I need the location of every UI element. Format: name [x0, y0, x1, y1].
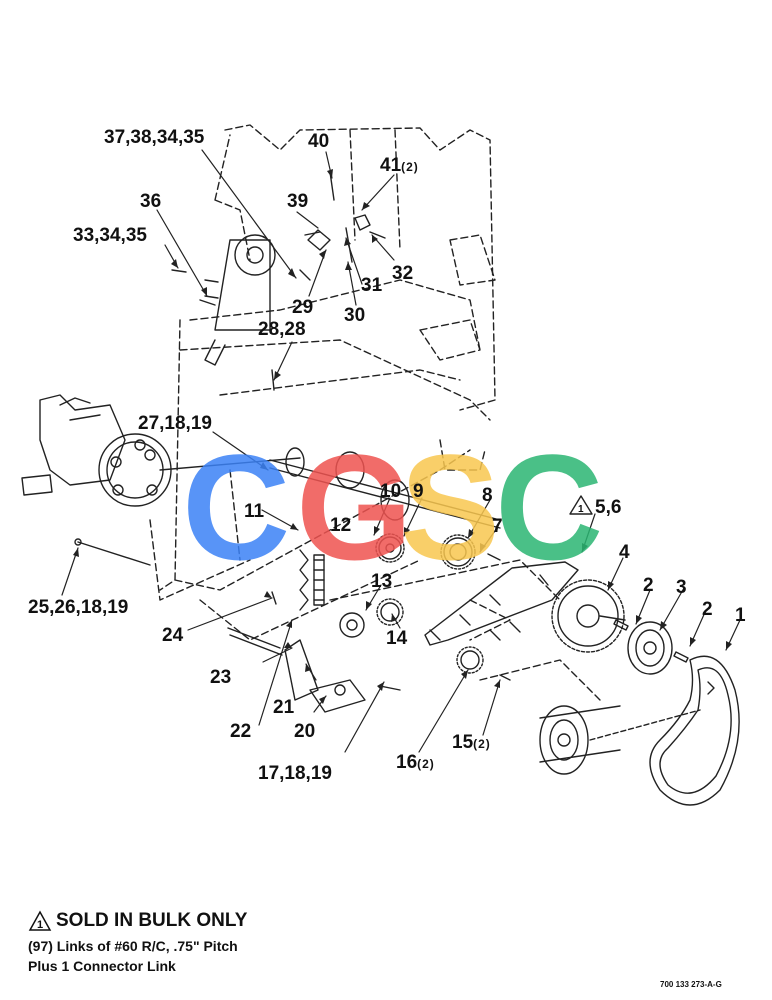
- callout-40: 40: [308, 131, 330, 152]
- v-belt-1: [649, 655, 740, 806]
- callout-7: 7: [492, 516, 503, 537]
- callout-39: 39: [287, 191, 309, 212]
- sprocket-14: [376, 598, 404, 626]
- arrow-heads: [73, 169, 732, 704]
- callout-17-18-19: 17,18,19: [258, 763, 332, 784]
- callout-9: 9: [413, 481, 424, 502]
- callout-36: 36: [140, 191, 162, 212]
- callout-25-26-18-19: 25,26,18,19: [28, 597, 129, 618]
- callout-1: 1: [735, 605, 746, 626]
- callout-14: 14: [386, 628, 408, 649]
- gearbox: [21, 394, 301, 507]
- fasteners: [74, 171, 511, 691]
- callout-11: 11: [244, 501, 265, 522]
- pulley-3: [627, 621, 673, 675]
- callout-30: 30: [344, 305, 366, 326]
- callout-15-qty: (2): [473, 737, 491, 751]
- footnote-heading: SOLD IN BULK ONLY: [56, 910, 248, 931]
- watermark-letter-g: G: [296, 423, 413, 591]
- callout-4: 4: [619, 542, 630, 563]
- main-shaft: [269, 447, 501, 529]
- callout-23: 23: [210, 667, 232, 688]
- roller-chain: [424, 561, 579, 646]
- callout-16: 16(2): [396, 753, 435, 772]
- sprocket-4: [551, 579, 626, 653]
- bulk-footnote: 1 SOLD IN BULK ONLY (97) Links of #60 R/…: [28, 910, 247, 974]
- callout-24: 24: [162, 625, 184, 646]
- keys-2: [613, 619, 689, 663]
- idler-13: [339, 612, 365, 638]
- sprocket-9: [375, 533, 405, 563]
- watermark-letter-c2: C: [495, 423, 604, 591]
- callout-10: 10: [380, 481, 402, 502]
- watermark-letter-c1: C: [182, 423, 291, 591]
- callout-15: 15(2): [452, 733, 491, 752]
- callout-16-qty: (2): [417, 757, 435, 771]
- callout-8: 8: [482, 485, 493, 506]
- upper-arm: [199, 234, 276, 366]
- callout-16-number: 16: [396, 752, 418, 773]
- callout-32: 32: [392, 263, 414, 284]
- callout-20: 20: [294, 721, 316, 742]
- callout-27-18-19: 27,18,19: [138, 413, 212, 434]
- sprocket-16: [456, 646, 484, 674]
- callout-33-34-35: 33,34,35: [73, 225, 147, 246]
- footnote-heading-row: 1 SOLD IN BULK ONLY: [28, 910, 247, 932]
- callout-12: 12: [330, 515, 352, 536]
- callout-41-number: 41: [380, 155, 402, 176]
- callout-37-38-34-35: 37,38,34,35: [104, 127, 205, 148]
- callout-28-28: 28,28: [258, 319, 306, 340]
- callout-13: 13: [371, 571, 393, 592]
- watermark-letter-s: S: [400, 423, 501, 591]
- callout-31: 31: [361, 275, 383, 296]
- callout-41-qty: (2): [401, 160, 419, 174]
- caution-triangle-icon: 1: [28, 910, 52, 931]
- sprocket-8: [440, 534, 476, 570]
- caution-triangle-5-6: 1: [569, 495, 593, 515]
- callout-22: 22: [230, 721, 252, 742]
- callout-2-left: 2: [643, 575, 654, 596]
- svg-text:1: 1: [578, 504, 584, 515]
- callout-21: 21: [273, 697, 295, 718]
- callout-2-right: 2: [702, 599, 713, 620]
- footnote-line-2: Plus 1 Connector Link: [28, 958, 176, 974]
- frame-outline: [149, 124, 601, 701]
- document-number: 700 133 273-A-G: [660, 980, 722, 989]
- footnote-line-1: (97) Links of #60 R/C, .75" Pitch: [28, 938, 238, 954]
- lower-pulley: [539, 705, 701, 775]
- callout-3: 3: [676, 577, 687, 598]
- callout-5-6: 5,6: [595, 497, 622, 518]
- callout-41: 41(2): [380, 156, 419, 175]
- callout-29: 29: [292, 297, 314, 318]
- svg-text:1: 1: [37, 919, 43, 931]
- callout-15-number: 15: [452, 732, 474, 753]
